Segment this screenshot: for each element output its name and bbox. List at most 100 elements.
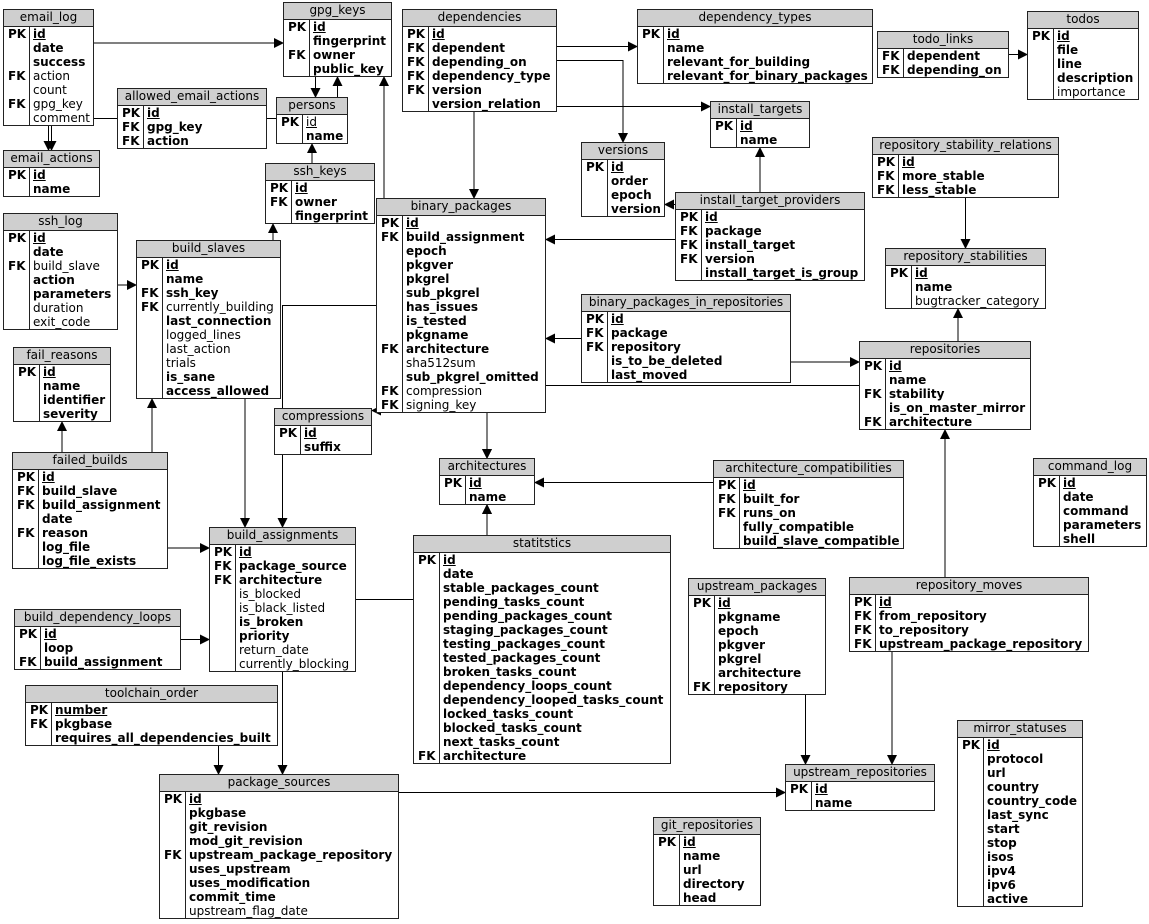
- key-marker: FK: [854, 623, 872, 637]
- column-name: staging_packages_count: [443, 623, 608, 637]
- column-name: id: [42, 470, 55, 484]
- column-name: pkgbase: [55, 717, 113, 731]
- table-title: upstream_repositories: [786, 765, 934, 782]
- table-row: name: [638, 41, 872, 55]
- key-marker: FK: [30, 717, 48, 731]
- column-name: id: [44, 627, 57, 641]
- key-marker: FK: [8, 69, 26, 83]
- key-column-divider: [15, 627, 41, 669]
- table-title: install_target_providers: [676, 193, 864, 210]
- table-row: next_tasks_count: [414, 735, 670, 749]
- column-name: duration: [33, 301, 84, 315]
- key-marker: PK: [8, 27, 27, 41]
- table-title: email_actions: [4, 151, 99, 168]
- column-name: protocol: [987, 752, 1044, 766]
- column-name: id: [889, 359, 902, 373]
- column-name: currently_blocking: [239, 657, 350, 671]
- column-name: stability: [889, 387, 945, 401]
- column-name: pkgrel: [718, 652, 762, 666]
- column-name: depending_on: [432, 55, 527, 69]
- key-marker: PK: [18, 365, 37, 379]
- column-name: pkgver: [718, 638, 766, 652]
- column-name: id: [815, 782, 828, 796]
- column-name: pkgrel: [406, 272, 450, 286]
- column-name: isos: [987, 850, 1014, 864]
- table-row: ipv4: [958, 864, 1082, 878]
- table-row: name: [277, 129, 347, 143]
- table-row: protocol: [958, 752, 1082, 766]
- key-column-divider: [958, 738, 984, 906]
- column-name: architecture: [889, 415, 973, 429]
- table-row: logged_lines: [137, 328, 280, 342]
- column-name: id: [667, 27, 680, 41]
- table-row: pkgbase: [160, 806, 398, 820]
- column-name: file: [1057, 43, 1079, 57]
- column-name: identifier: [43, 393, 106, 407]
- column-name: fingerprint: [295, 209, 368, 223]
- column-name: number: [55, 703, 108, 717]
- table-row: sha512sum: [377, 356, 545, 370]
- table-row: comment: [4, 111, 93, 125]
- table-title: build_assignments: [210, 528, 355, 545]
- column-name: order: [611, 174, 648, 188]
- key-column-divider: [714, 478, 740, 548]
- key-column-divider: [13, 470, 39, 568]
- table-row: pkgrel: [689, 652, 825, 666]
- key-marker: FK: [17, 498, 35, 512]
- column-name: return_date: [239, 643, 309, 657]
- table-row: relevant_for_binary_packages: [638, 69, 872, 83]
- column-name: is_on_master_mirror: [889, 401, 1026, 415]
- key-marker: PK: [270, 181, 289, 195]
- key-marker: FK: [19, 655, 37, 669]
- key-marker: FK: [586, 340, 604, 354]
- table-row: name: [786, 796, 934, 810]
- table-row: sub_pkgrel: [377, 286, 545, 300]
- column-name: is_to_be_deleted: [611, 354, 723, 368]
- column-name: id: [406, 216, 419, 230]
- column-name: name: [915, 280, 953, 294]
- key-marker: FK: [17, 484, 35, 498]
- column-name: owner: [313, 48, 355, 62]
- key-marker: FK: [122, 120, 140, 134]
- table-row: is_to_be_deleted: [582, 354, 790, 368]
- key-marker: FK: [8, 259, 26, 273]
- table-row: line: [1028, 57, 1138, 71]
- column-name: id: [33, 231, 46, 245]
- column-name: to_repository: [879, 623, 969, 637]
- table-row: epoch: [582, 188, 664, 202]
- table-row: git_revision: [160, 820, 398, 834]
- column-name: success: [33, 55, 86, 69]
- key-marker: FK: [141, 286, 159, 300]
- column-name: dependency_loops_count: [443, 679, 612, 693]
- column-name: name: [815, 796, 853, 810]
- key-marker: PK: [279, 426, 298, 440]
- column-name: name: [469, 490, 507, 504]
- column-name: is_black_listed: [239, 601, 326, 615]
- table-title: repository_moves: [850, 578, 1088, 595]
- table-row: name: [860, 373, 1030, 387]
- table-row: importance: [1028, 85, 1138, 99]
- table-row: suffix: [275, 440, 371, 454]
- table-row: date: [4, 245, 117, 259]
- key-column-divider: [638, 27, 664, 83]
- key-marker: PK: [642, 27, 661, 41]
- column-name: log_file: [42, 540, 91, 554]
- column-name: exit_code: [33, 315, 91, 329]
- key-marker: PK: [444, 476, 463, 490]
